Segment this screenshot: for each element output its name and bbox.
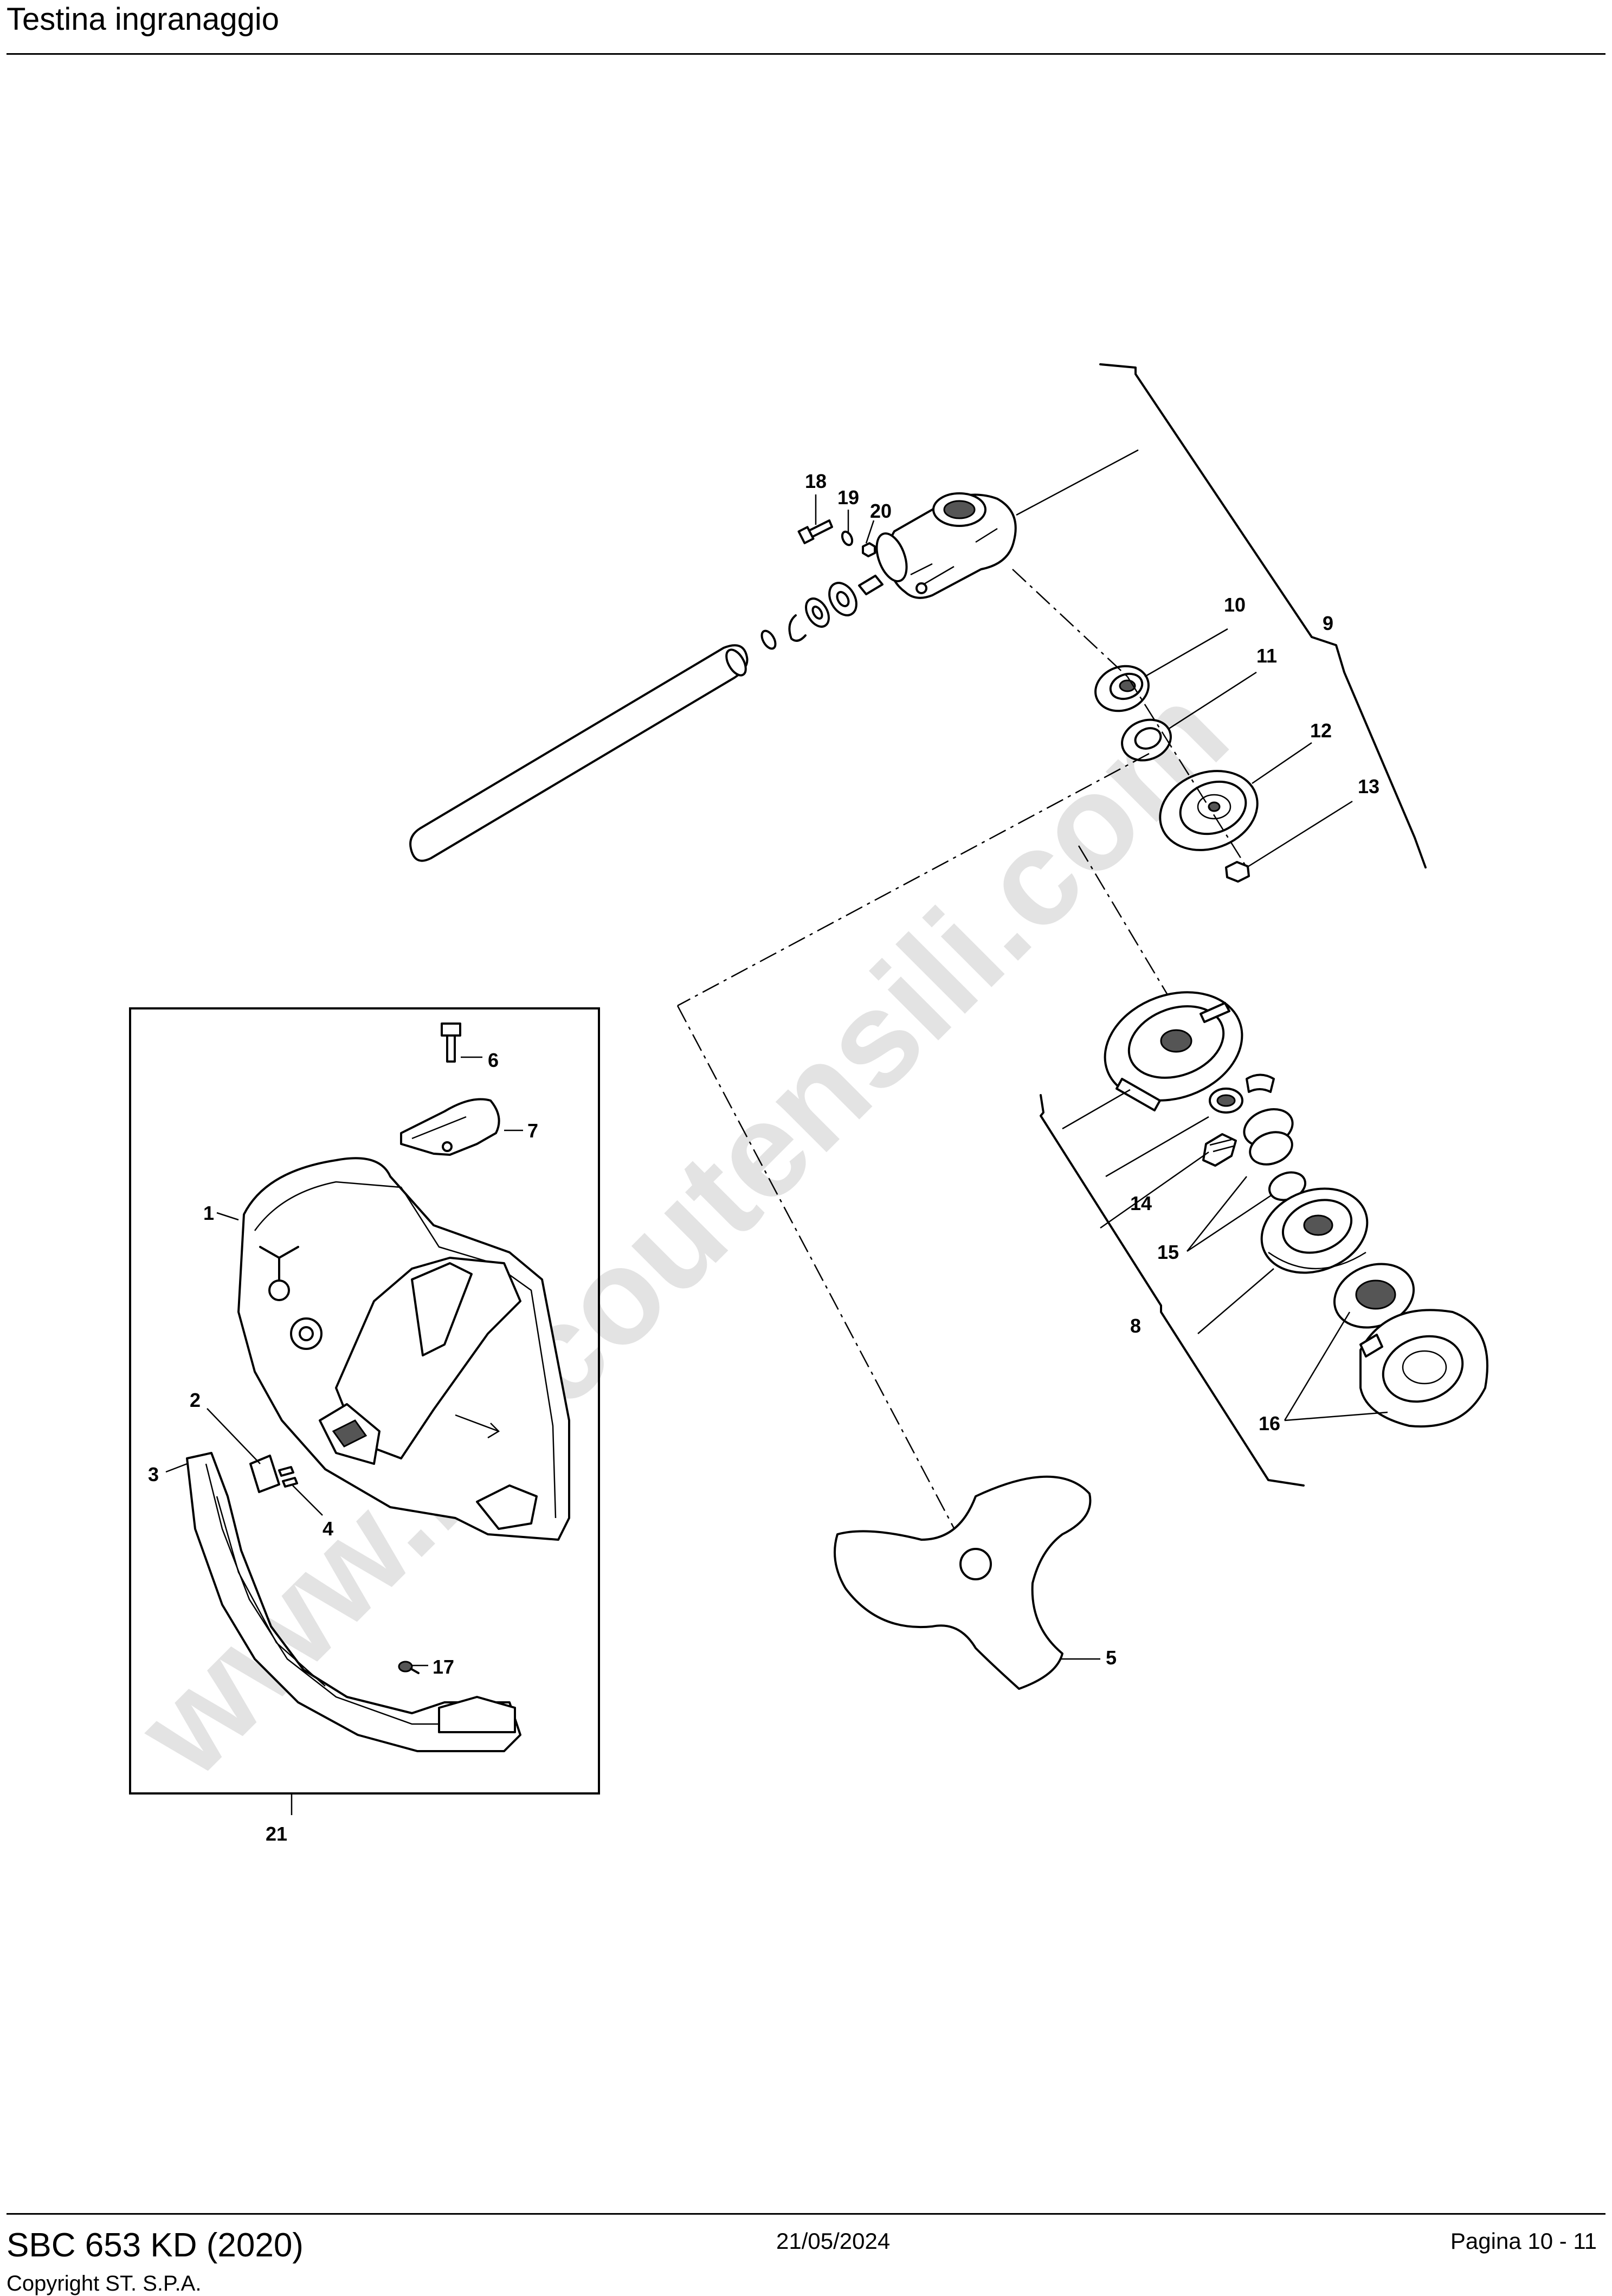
trimmer-head-clips <box>1209 1073 1275 1114</box>
copyright-text: Copyright ST. S.P.A. <box>7 2272 202 2295</box>
trimmer-head-top-cap <box>1104 991 1243 1111</box>
bump-cap-16 <box>1359 1309 1488 1428</box>
callout-15: 15 <box>1157 1241 1179 1263</box>
callout-1: 1 <box>203 1202 214 1224</box>
callout-14: 14 <box>1130 1192 1152 1214</box>
header-rule <box>7 53 1605 55</box>
clamp-7 <box>400 1098 500 1156</box>
o-rings-15 <box>1243 1108 1306 1201</box>
bolt-18 <box>797 519 833 544</box>
leader-12 <box>1252 742 1312 784</box>
leader-11 <box>1168 671 1257 730</box>
model-name: SBC 653 KD (2020) <box>7 2227 304 2264</box>
callout-4: 4 <box>323 1517 333 1540</box>
spool-16 <box>1333 1263 1415 1329</box>
footer-rule <box>7 2213 1605 2215</box>
callout-7: 7 <box>527 1120 538 1142</box>
screws-4 <box>278 1466 298 1488</box>
leader-lines-8 <box>1062 1089 1388 1422</box>
drive-shaft-tube <box>409 644 749 862</box>
print-date: 21/05/2024 <box>776 2228 891 2254</box>
callout-18: 18 <box>805 470 827 492</box>
callout-9: 9 <box>1323 612 1333 634</box>
callout-3: 3 <box>148 1463 159 1485</box>
leader-3 <box>165 1463 188 1473</box>
page-number: Pagina 10 - 11 <box>1450 2228 1597 2254</box>
bracket-8 <box>1040 1094 1305 1487</box>
grass-guard-1 <box>237 1157 570 1541</box>
bearing-cup-10 <box>1094 665 1150 712</box>
callout-20: 20 <box>870 500 892 522</box>
nut-20 <box>862 542 876 557</box>
callout-6: 6 <box>488 1049 499 1071</box>
leader-1 <box>216 1212 239 1221</box>
spool-ring <box>1260 1187 1369 1274</box>
callout-16: 16 <box>1259 1412 1280 1435</box>
guard-kit-box-21 <box>129 1007 600 1795</box>
bracket-9 <box>1099 363 1427 869</box>
page-title: Testina ingranaggio <box>7 2 280 37</box>
callout-8: 8 <box>1130 1315 1141 1337</box>
callout-21: 21 <box>266 1823 287 1845</box>
nut-13 <box>1225 861 1250 883</box>
callout-5: 5 <box>1106 1647 1117 1669</box>
callout-2: 2 <box>190 1389 201 1411</box>
leader-2 <box>207 1408 261 1464</box>
screw-17 <box>398 1661 420 1674</box>
callout-19: 19 <box>837 486 859 509</box>
plate-2 <box>249 1455 280 1493</box>
callout-10: 10 <box>1224 594 1246 616</box>
callout-11: 11 <box>1256 645 1277 667</box>
screw-6 <box>441 1022 461 1063</box>
shaft-rings <box>760 575 884 650</box>
washer-19 <box>841 530 854 546</box>
leader-lines-top <box>815 449 1139 544</box>
cup-12 <box>1159 770 1259 851</box>
spring-14 <box>1202 1133 1237 1167</box>
assembly-axis-lines <box>676 569 1248 1565</box>
callout-12: 12 <box>1310 719 1332 742</box>
leader-10 <box>1144 628 1228 678</box>
leader-13 <box>1246 800 1353 869</box>
washer-11 <box>1121 718 1172 762</box>
blade-5 <box>834 1475 1092 1690</box>
leader-4 <box>292 1485 323 1516</box>
callout-13: 13 <box>1358 775 1379 798</box>
callout-17: 17 <box>433 1656 454 1678</box>
guard-extension-3 <box>186 1452 521 1752</box>
gear-head-housing <box>875 492 1017 599</box>
